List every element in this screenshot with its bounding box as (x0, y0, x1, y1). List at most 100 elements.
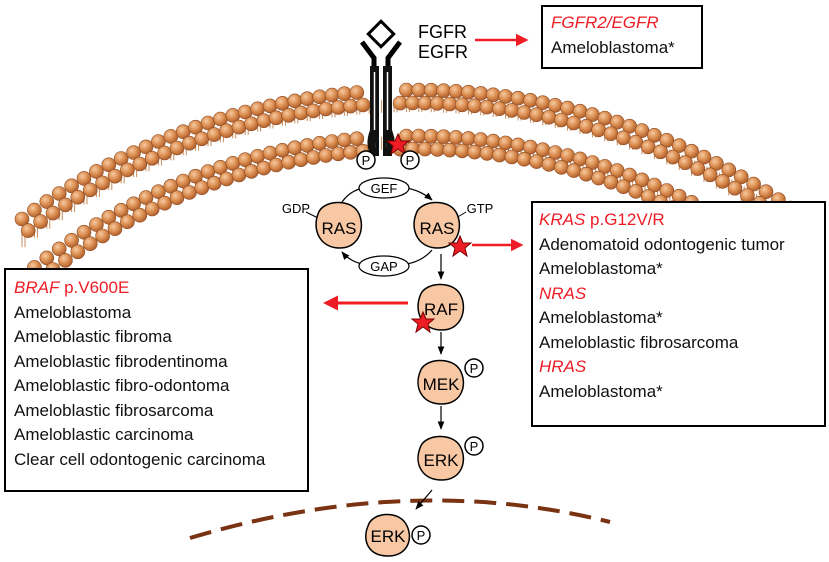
lipid-head (616, 179, 631, 194)
lipid-head (219, 123, 234, 138)
lipid-head (39, 194, 55, 209)
lipid-head (479, 99, 495, 115)
lipid-head (318, 148, 334, 163)
ras-cycle: GEF GAP GDP GTP (282, 177, 493, 277)
lipid-head (82, 236, 98, 251)
lipid-head (256, 113, 272, 128)
nuclear-membrane (189, 498, 611, 540)
lipid-head (51, 186, 67, 201)
lipid-head (541, 157, 557, 172)
lipid-head (132, 156, 148, 172)
lipid-head (39, 250, 55, 266)
lipid-head (467, 98, 482, 114)
lipid-head (206, 127, 222, 142)
lipid-head (27, 202, 42, 218)
lipid-head (411, 82, 427, 98)
lipid-head (417, 95, 433, 111)
braf-gene: BRAF (14, 278, 60, 297)
erk-nuclear-label: ERK (371, 527, 407, 546)
lipid-head (473, 132, 489, 147)
lipid-head (95, 175, 110, 191)
lipid-head (182, 135, 197, 151)
braf-tumor: Ameloblastic fibrosarcoma (14, 400, 214, 420)
lipid-head (45, 205, 61, 221)
lipid-head (461, 131, 476, 146)
lipid-head (523, 139, 538, 155)
lipid-head (498, 135, 513, 151)
lipid-head (126, 145, 141, 160)
lipid-head (684, 143, 699, 159)
lipid-head (355, 97, 371, 113)
lipid-head (678, 155, 693, 170)
ras-active-shape (413, 201, 461, 249)
lipid-head (206, 175, 222, 191)
lipid-head (647, 177, 662, 193)
braf-tumor: Ameloblastic carcinoma (14, 425, 194, 444)
receptor-mutation-box: FGFR2/EGFR Ameloblastoma* (541, 5, 703, 69)
lipid-head (529, 154, 544, 169)
lipid-head (312, 89, 327, 105)
lipid-head (101, 209, 117, 225)
receptor-mutation-star (385, 132, 411, 156)
kras-tumor: Ameloblastoma* (539, 259, 663, 278)
lipid-head (758, 184, 774, 199)
mek-phospho: P (470, 361, 479, 376)
lipid-head (430, 96, 445, 111)
raf-mutation-star (410, 310, 436, 334)
braf-heading: BRAF p.V600E (14, 276, 299, 301)
lipid-head (89, 217, 104, 232)
ras-mutation-box: KRAS p.G12V/R Adenomatoid odontogenic tu… (531, 201, 826, 427)
lipid-head (442, 96, 458, 112)
lipid-head (113, 203, 129, 218)
gef-oval (358, 177, 410, 199)
lipid-head (423, 82, 439, 98)
braf-variant: p.V600E (59, 278, 130, 297)
gef-label: GEF (371, 181, 398, 196)
receptor-phospho-left-icon (356, 150, 376, 170)
ras-mutation-star (447, 234, 473, 258)
raf-label: RAF (424, 300, 458, 319)
lipid-head (281, 154, 296, 170)
lipid-head (33, 214, 48, 229)
lipid-head (312, 136, 327, 151)
lipid-head (70, 244, 86, 260)
lipid-head (702, 167, 718, 183)
lipid-head (492, 147, 507, 163)
braf-tumor: Ameloblastic fibroma (14, 327, 172, 346)
lipid-head (690, 161, 706, 176)
lipid-head (231, 167, 247, 183)
mek-label: MEK (423, 375, 461, 394)
lipid-head (337, 132, 352, 148)
receptor-phospho-left: P (362, 153, 371, 168)
lipid-head (151, 184, 166, 199)
lipid-head (182, 185, 197, 200)
erk-nuclear-shape (365, 513, 411, 557)
lipid-head (343, 145, 358, 160)
erk-nuclear-phospho: P (417, 528, 426, 543)
lipid-head (727, 180, 743, 196)
gap-oval (358, 255, 410, 277)
lipid-head (436, 83, 451, 98)
lipid-head (64, 178, 79, 194)
lipid-head (281, 108, 296, 123)
lipid-head (647, 128, 662, 143)
lipid-head (244, 164, 259, 179)
lipid-head (337, 86, 352, 101)
lipid-head (256, 160, 272, 176)
lipid-head (349, 85, 365, 100)
lipid-head (671, 138, 687, 153)
lipid-head (628, 134, 644, 150)
lipid-head (324, 134, 340, 149)
lipid-head (733, 169, 749, 185)
lipid-head (665, 149, 681, 165)
receptor-tumor: Ameloblastoma* (551, 37, 675, 57)
receptor-phospho-right: P (406, 153, 415, 168)
lipid-head (467, 144, 482, 160)
ras-active-label: RAS (420, 219, 455, 238)
lipid-head (715, 174, 730, 189)
lipid-head (529, 107, 544, 122)
lipid-head (231, 119, 247, 135)
lipid-head (436, 129, 451, 144)
lipid-head (70, 189, 86, 205)
lipid-head (554, 112, 569, 128)
